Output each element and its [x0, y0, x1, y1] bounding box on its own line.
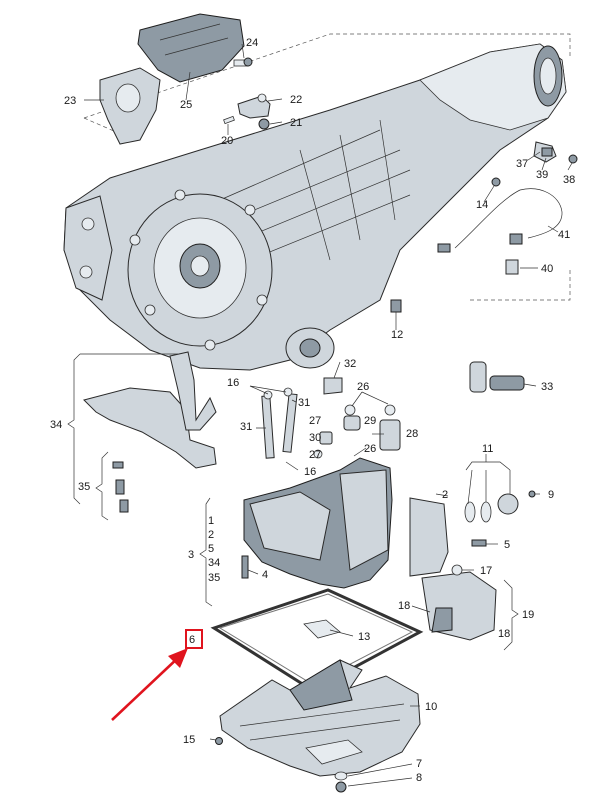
part-label-31a: 31: [298, 397, 310, 409]
part-label-25: 25: [180, 99, 192, 111]
part-label-13: 13: [358, 631, 370, 643]
mount-bracket-group: [99, 13, 253, 145]
part-label-37: 37: [516, 158, 528, 170]
sensor-group: [390, 141, 578, 313]
part-label-29: 29: [364, 415, 376, 427]
part-label-16a: 16: [227, 377, 239, 389]
part-label-35: 35: [78, 481, 90, 493]
part-label-8: 8: [416, 772, 422, 784]
part-label-32: 32: [344, 358, 356, 370]
part-label-40: 40: [541, 263, 553, 275]
part-label-11: 11: [482, 443, 493, 455]
part-label-14: 14: [476, 199, 488, 211]
part-label-41: 41: [558, 229, 570, 241]
part-label-16b: 16: [304, 466, 316, 478]
part-label-21: 21: [290, 117, 302, 129]
mount-hardware-group: [223, 93, 271, 130]
part-label-35b: 35: [208, 572, 220, 584]
part-label-2a: 2: [442, 489, 448, 501]
part-label-12: 12: [391, 329, 403, 341]
part-label-17: 17: [480, 565, 492, 577]
part-label-27b: 27: [309, 449, 321, 461]
part-label-33: 33: [541, 381, 553, 393]
part-label-10: 10: [425, 701, 437, 713]
highlight-part-6: [111, 629, 203, 721]
part-label-26a: 26: [357, 381, 369, 393]
part-label-27a: 27: [309, 415, 321, 427]
part-label-22: 22: [290, 94, 302, 106]
part-label-5b: 5: [208, 543, 214, 555]
part-label-39: 39: [536, 169, 548, 181]
part-label-5a: 5: [504, 539, 510, 551]
part-label-38: 38: [563, 174, 575, 186]
part-label-31b: 31: [240, 421, 252, 433]
part-label-20: 20: [221, 135, 233, 147]
pointer-arrow-head: [168, 648, 188, 668]
leader-lines: [67, 43, 573, 787]
part-label-23: 23: [64, 95, 76, 107]
part-label-30: 30: [309, 432, 321, 444]
part-label-18b: 18: [498, 628, 510, 640]
part-label-24: 24: [246, 37, 258, 49]
highlight-box: [185, 629, 203, 649]
transmission-housing: [63, 33, 571, 371]
part-label-7: 7: [416, 758, 422, 770]
oil-pan: [215, 659, 421, 793]
part-label-26b: 26: [364, 443, 376, 455]
part-label-6: 6: [189, 634, 195, 646]
part-label-19: 19: [522, 609, 534, 621]
part-label-3: 3: [188, 549, 194, 561]
filter-group: [421, 564, 497, 641]
part-label-18a: 18: [398, 600, 410, 612]
pointer-arrow-shaft: [111, 655, 181, 721]
part-label-2b: 2: [208, 529, 214, 541]
part-label-9: 9: [548, 489, 554, 501]
part-label-1: 1: [208, 515, 214, 527]
valve-body-group: [83, 351, 536, 589]
part-label-15: 15: [183, 734, 195, 746]
part-label-34b: 34: [208, 557, 220, 569]
pan-gasket: [210, 588, 424, 692]
part-label-4: 4: [262, 569, 268, 581]
part-labels: 24 23 25 22 21 20 37 39 38 14 41 40 12 3…: [50, 37, 575, 784]
part-label-28: 28: [406, 428, 418, 440]
part-label-34: 34: [50, 419, 62, 431]
